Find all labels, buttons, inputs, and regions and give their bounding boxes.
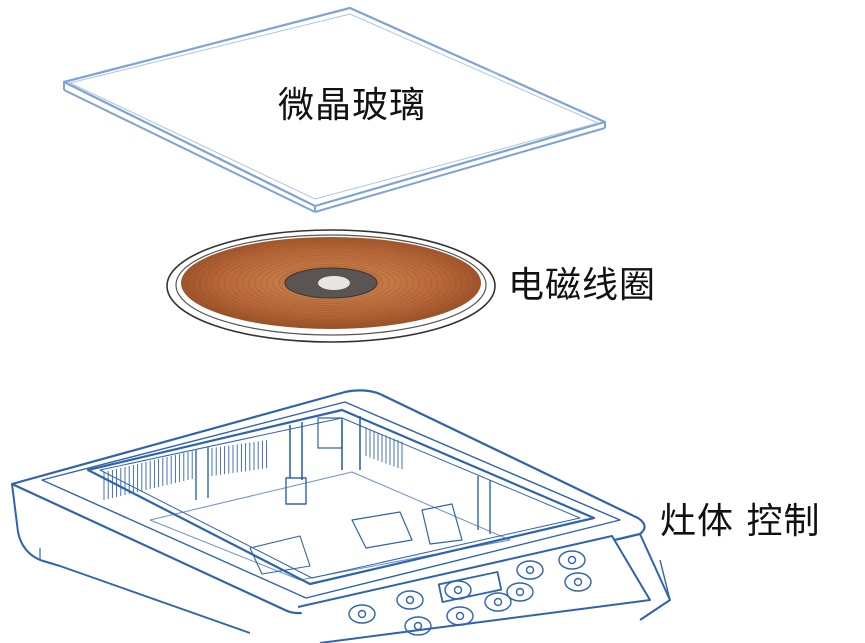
control-panel-button xyxy=(396,590,424,610)
control-panel-button xyxy=(558,550,586,570)
glass-label: 微晶玻璃 xyxy=(278,85,427,126)
control-panel-button xyxy=(444,580,472,600)
control-panel-button xyxy=(516,560,544,580)
control-panel-button xyxy=(348,604,376,624)
control-panel-button xyxy=(404,616,432,636)
control-panel-button xyxy=(506,582,534,602)
induction-coil xyxy=(166,229,496,343)
ceramic-glass-plate xyxy=(62,6,607,213)
body-control-label: 灶体 控制 xyxy=(660,501,821,542)
control-panel-button xyxy=(446,606,474,626)
coil-label: 电磁线圈 xyxy=(508,265,657,306)
control-panel-button xyxy=(564,572,592,592)
stove-body xyxy=(10,389,671,643)
back-vent-grille xyxy=(365,428,403,470)
control-panel-button xyxy=(484,592,512,612)
